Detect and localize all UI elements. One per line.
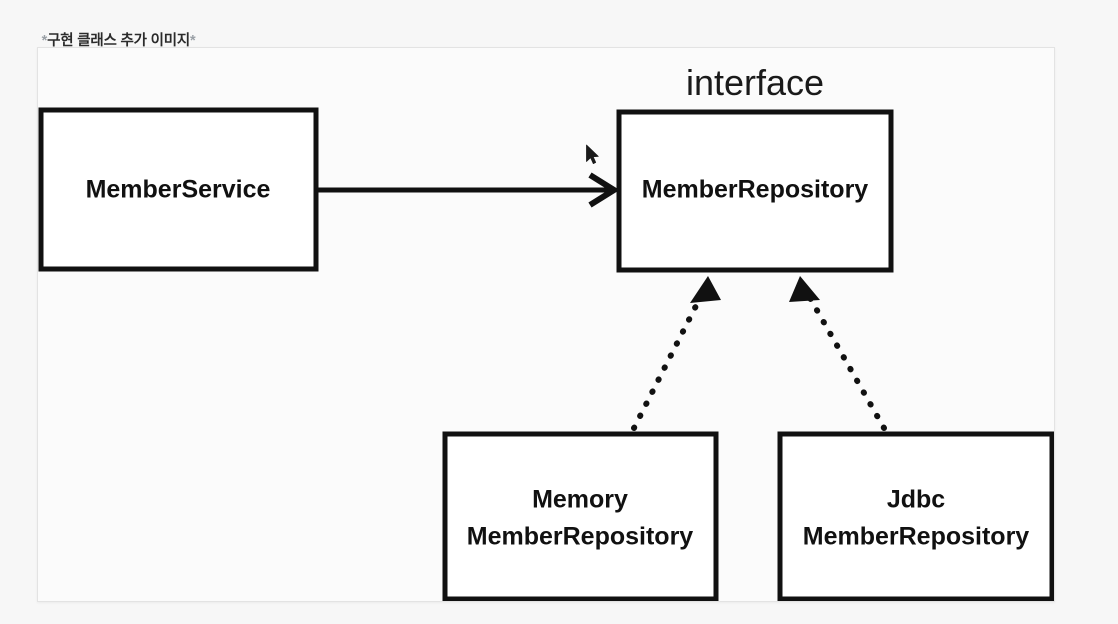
uml-box-label-jdbc-line1: Jdbc <box>887 486 945 514</box>
uml-box-jdbc-member-repository[interactable]: Jdbc MemberRepository <box>777 431 1054 601</box>
uml-box-memory-member-repository[interactable]: Memory MemberRepository <box>442 431 719 601</box>
realization-arrow-jdbc-to-repository <box>789 276 887 431</box>
uml-box-label-member-repository: MemberRepository <box>642 176 869 204</box>
realization-arrow-memory-to-repository <box>631 276 721 431</box>
diagram-image-frame: interface MemberService MemberRepository <box>37 47 1055 602</box>
caption-text: 구현 클래스 추가 이미지 <box>47 33 191 49</box>
uml-class-diagram: interface MemberService MemberRepository <box>38 62 1054 601</box>
uml-box-label-member-service: MemberService <box>86 176 271 204</box>
uml-box-member-repository[interactable]: MemberRepository <box>616 109 894 273</box>
uml-box-label-jdbc-line2: MemberRepository <box>803 523 1030 551</box>
uml-box-member-service[interactable]: MemberService <box>38 107 319 272</box>
caption-suffix-marker: * <box>190 33 196 49</box>
caption-prefix-marker: * <box>41 33 48 49</box>
image-caption: *구현 클래스 추가 이미지* <box>34 13 196 50</box>
uml-box-label-memory-line1: Memory <box>532 486 628 514</box>
association-arrow-service-to-repository <box>318 172 620 208</box>
uml-box-label-memory-line2: MemberRepository <box>467 523 694 551</box>
interface-stereotype-label: interface <box>686 62 824 103</box>
